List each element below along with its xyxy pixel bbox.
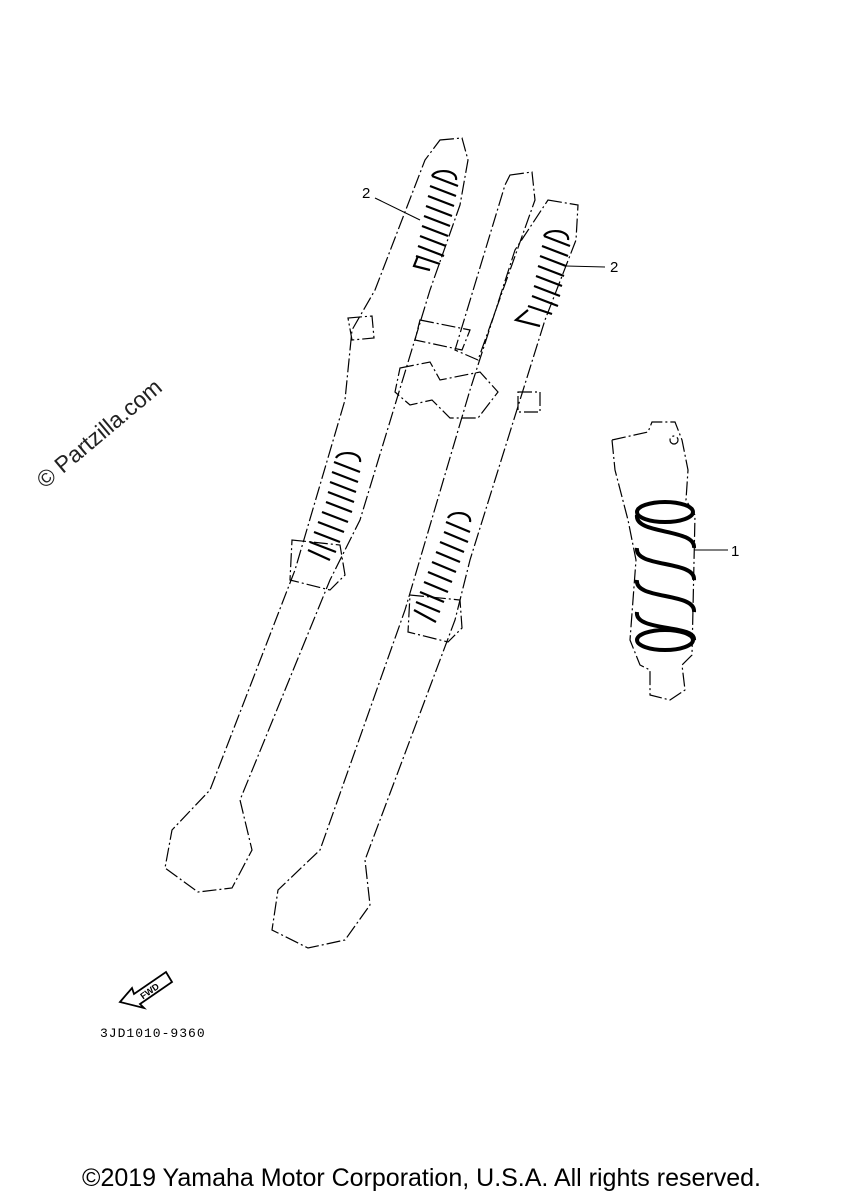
- callout-1: 1: [731, 543, 739, 560]
- callout-2-left: 2: [362, 185, 370, 202]
- fork-spring-right-upper: [513, 230, 571, 328]
- leader-lines: [374, 197, 728, 551]
- fork-spring-left-upper: [412, 170, 459, 272]
- right-fork-outline: [271, 199, 579, 949]
- fork-spring-right-lower: [413, 512, 472, 623]
- callout-2-right: 2: [610, 259, 618, 276]
- drawing-number: 3JD1010-9360: [100, 1026, 206, 1041]
- steering-stem-outline: [394, 171, 536, 419]
- left-fork-outline: [164, 137, 469, 893]
- rear-shock-outline: [611, 421, 696, 701]
- forward-arrow-icon: FWD: [118, 970, 174, 1010]
- copyright-notice: ©2019 Yamaha Motor Corporation, U.S.A. A…: [82, 1164, 761, 1192]
- shock-spring: [635, 500, 696, 652]
- fork-spring-left-lower: [307, 452, 362, 562]
